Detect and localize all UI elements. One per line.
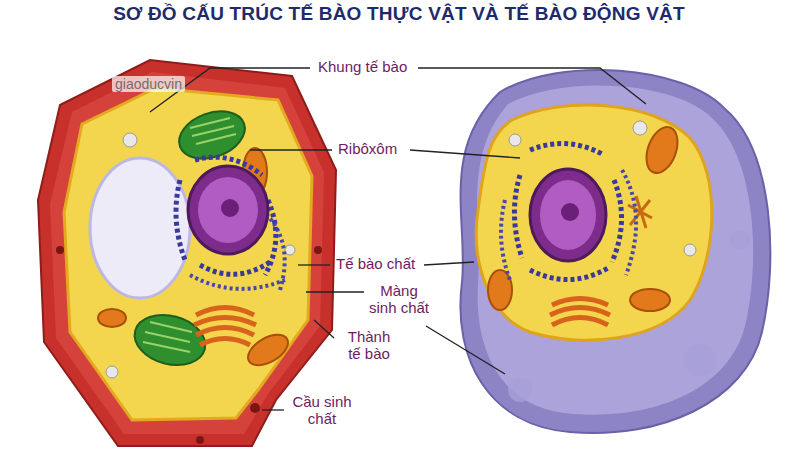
watermark: giaoducvin [112,76,185,92]
leader-lines-part [426,326,505,374]
leader-lines-part [306,291,364,292]
part-label: Tế bào chất [336,255,415,272]
plant-cell-part [285,245,295,255]
plant-cell-part [194,308,256,346]
animal-cell-part [561,203,579,221]
leader-lines-part [314,320,334,338]
leader-lines-part [250,149,332,150]
plant-cell-part [198,177,258,243]
animal-cell-part [501,170,636,280]
plant-cell-part [176,157,276,275]
plant-cell-part [314,246,322,254]
animal-cell-part [460,70,770,433]
animal-cell-part [509,134,521,146]
animal-cell-part [628,196,652,228]
plant-cell-part [38,60,336,446]
animal-cell-part [641,123,684,178]
animal-cell-part [530,169,606,261]
animal-cell-part [730,230,750,250]
animal-cell-part [633,121,647,135]
plant-cell-part [106,366,118,378]
part-label: Cầu sinh chất [290,393,354,428]
part-label: Ribôxôm [338,140,397,157]
animal-cell-part [488,270,512,310]
plant-cell [38,60,336,446]
plant-cell-part [123,133,137,147]
leader-lines-part [298,264,330,265]
part-label: Màng sinh chất [368,282,430,317]
animal-cell-part [684,344,716,376]
part-label: Khung tế bào [318,58,407,75]
leader-lines-part [424,262,474,265]
part-label: Thành tế bào [340,328,398,363]
animal-cell-part [508,378,532,402]
animal-cell-part [476,105,712,340]
animal-cell-part [540,180,596,250]
leader-lines-part [410,150,520,158]
leader-lines [150,68,646,410]
animal-cell [460,70,770,433]
plant-cell-part [250,403,260,413]
plant-cell-part [196,436,204,444]
animal-cell-part [477,86,753,415]
plant-cell-part [221,199,239,217]
plant-cell-part [98,309,126,327]
plant-cell-part [188,166,268,254]
plant-cell-part [129,308,211,373]
animal-cell-part [630,289,670,311]
plant-cell-part [50,72,324,434]
plant-cell-part [64,88,312,420]
animal-cell-part [550,299,610,326]
plant-cell-part [143,322,192,352]
diagram-title: SƠ ĐỒ CẤU TRÚC TẾ BÀO THỰC VẬT VÀ TẾ BÀO… [113,3,685,25]
plant-cell-part [56,246,64,254]
leader-lines-part [418,68,646,104]
leader-lines-part [262,409,284,410]
animal-cell-part [684,244,696,256]
plant-cell-part [190,118,236,144]
plant-cell-part [90,158,190,298]
animal-cell-part [514,144,621,280]
